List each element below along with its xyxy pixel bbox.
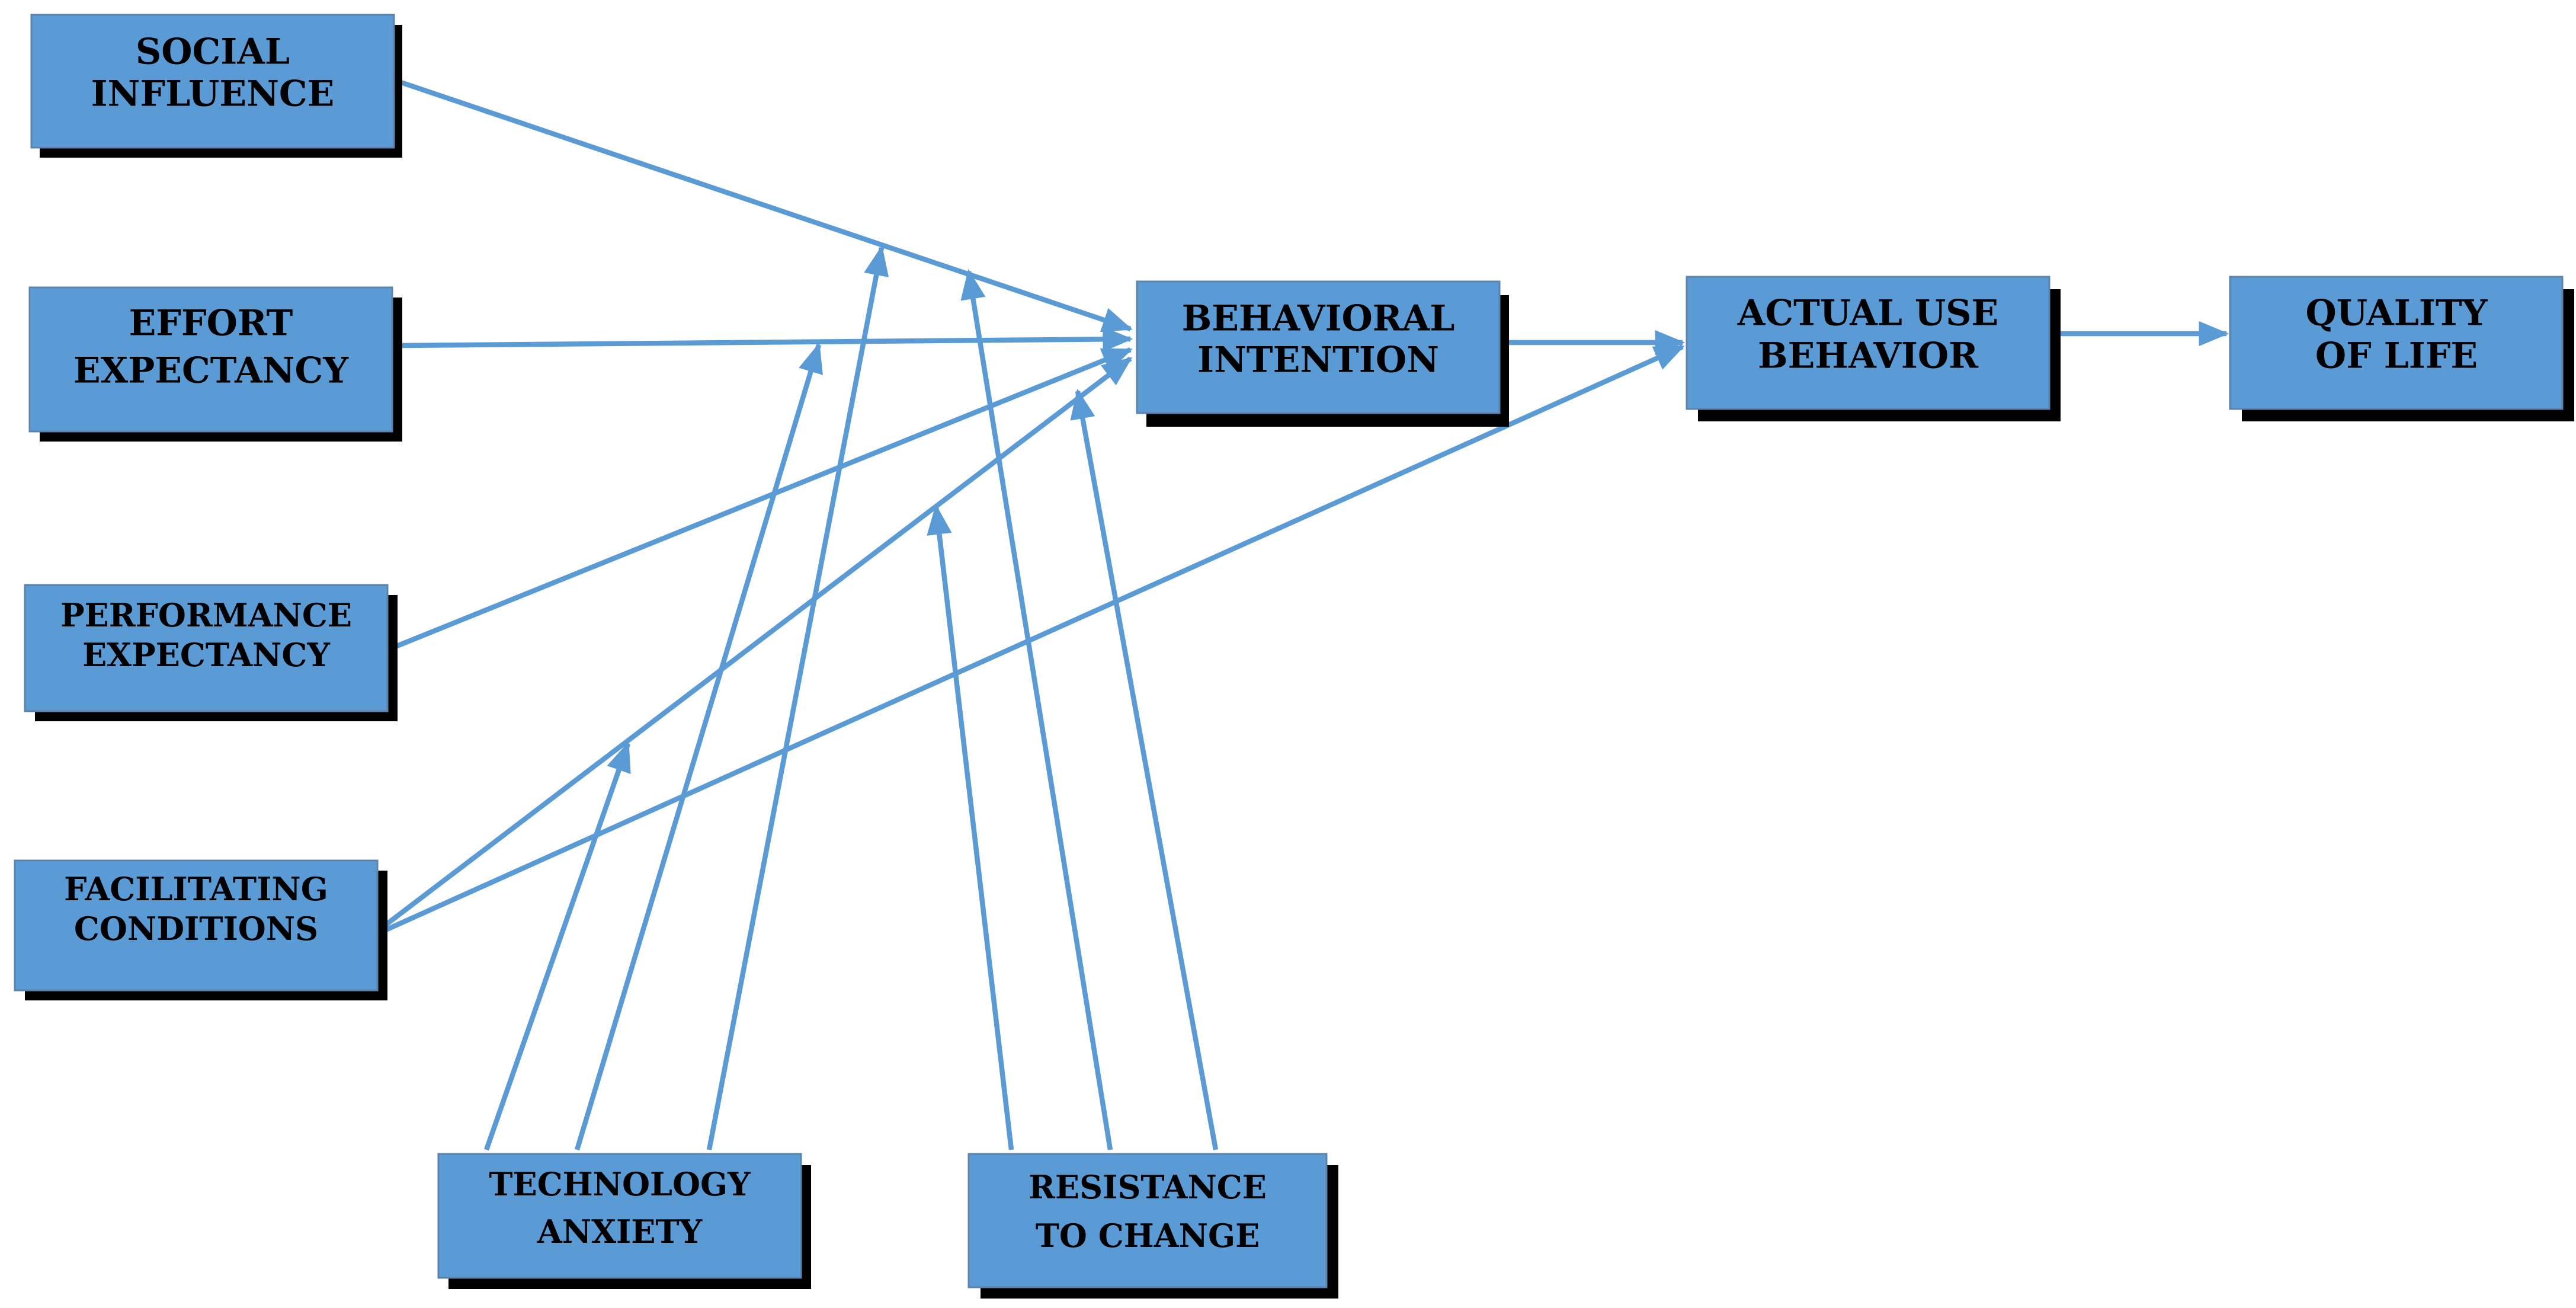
node-social-influence: SOCIAL INFLUENCE (30, 14, 402, 158)
edge-effort-expectancy-to-behavioral-intention (400, 327, 1133, 352)
node-box (14, 859, 379, 992)
node-label-line-1: FACILITATING (64, 870, 328, 908)
node-label-line-2: OF LIFE (2315, 335, 2478, 377)
node-quality-of-life: QUALITY OF LIFE (2229, 276, 2574, 421)
node-label-line-2: ANXIETY (537, 1213, 703, 1251)
node-effort-expectancy: EFFORT EXPECTANCY (28, 286, 402, 442)
node-facilitating-conditions: FACILITATING CONDITIONS (14, 859, 387, 1000)
edge-technology-anxiety-moderates-facilitating-path (483, 741, 631, 1151)
nodes-layer: SOCIAL INFLUENCE EFFORT EXPECTANCY PERFO… (14, 14, 2574, 1299)
node-label-line-1: EFFORT (129, 303, 293, 344)
edge-technology-anxiety-moderates-effort-path (574, 342, 823, 1151)
node-label-line-2: BEHAVIOR (1758, 335, 1979, 377)
edge-resistance-to-change-moderates-performance-path (927, 504, 1014, 1150)
edges-layer (383, 77, 2229, 1151)
node-box (1136, 280, 1501, 414)
node-label-line-2: INTENTION (1197, 340, 1439, 381)
node-technology-anxiety: TECHNOLOGY ANXIETY (437, 1153, 811, 1289)
node-label-line-2: INFLUENCE (91, 73, 335, 115)
node-label-line-1: QUALITY (2305, 293, 2488, 334)
node-box (437, 1153, 802, 1279)
edge-facilitating-conditions-to-actual-use-behavior (383, 344, 1685, 933)
edge-technology-anxiety-moderates-social-path (706, 245, 889, 1150)
edge-facilitating-conditions-to-behavioral-intention (383, 356, 1133, 928)
edge-performance-expectancy-to-behavioral-intention (393, 347, 1133, 650)
node-label-line-1: RESISTANCE (1029, 1168, 1267, 1206)
node-box (2229, 276, 2564, 410)
node-label-line-2: CONDITIONS (74, 910, 318, 948)
node-resistance-to-change: RESISTANCE TO CHANGE (967, 1153, 1338, 1299)
node-label-line-2: EXPECTANCY (73, 350, 349, 392)
node-label-line-2: EXPECTANCY (82, 636, 331, 674)
node-label-line-1: SOCIAL (136, 31, 290, 73)
node-performance-expectancy: PERFORMANCE EXPECTANCY (24, 584, 398, 721)
node-box (1686, 276, 2050, 410)
node-label-line-1: BEHAVIORAL (1182, 298, 1455, 340)
node-box (28, 286, 393, 433)
node-label-line-1: ACTUAL USE (1737, 293, 1998, 334)
node-box (967, 1153, 1328, 1288)
node-actual-use-behavior: ACTUAL USE BEHAVIOR (1686, 276, 2061, 421)
node-box (24, 584, 389, 712)
edge-resistance-to-change-moderates-facilitating-path (1070, 388, 1219, 1150)
node-label-line-2: TO CHANGE (1036, 1217, 1260, 1255)
node-behavioral-intention: BEHAVIORAL INTENTION (1136, 280, 1509, 427)
edge-resistance-to-change-moderates-social-path (960, 268, 1113, 1150)
node-label-line-1: PERFORMANCE (60, 596, 352, 634)
node-box (30, 14, 395, 149)
node-label-line-1: TECHNOLOGY (489, 1165, 751, 1203)
edge-social-influence-to-behavioral-intention (393, 77, 1133, 332)
